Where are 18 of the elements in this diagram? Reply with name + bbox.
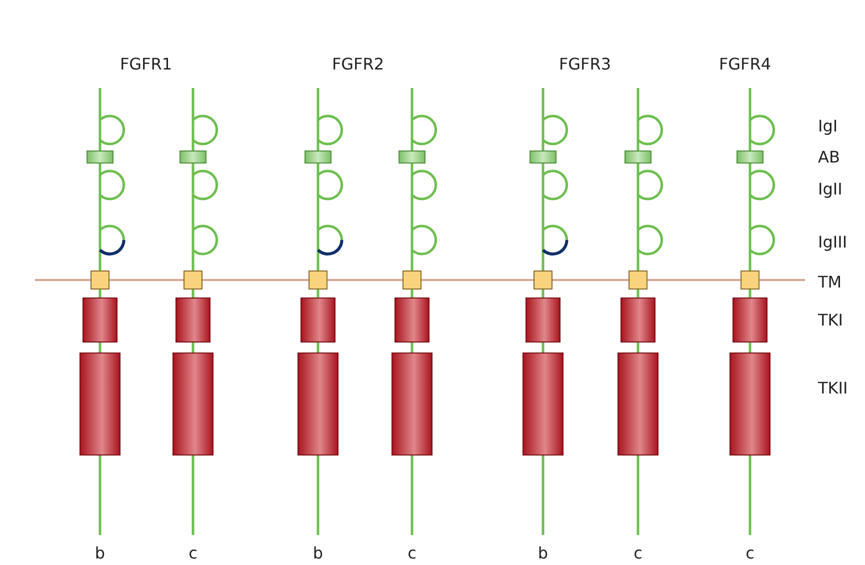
isoform-label: c (188, 544, 198, 562)
isoform-label: b (538, 544, 548, 562)
receptor-name: FGFR3 (558, 54, 612, 74)
domain-label: TKI (818, 310, 843, 330)
isoform-label: b (94, 544, 106, 562)
domain-label: TKII (818, 378, 848, 398)
isoform-label: c (746, 544, 754, 562)
domain-label: AB (818, 148, 840, 166)
domain-label: IgII (818, 180, 842, 198)
isoform-label: b (312, 544, 324, 562)
receptor-name: FGFR1 (120, 54, 172, 74)
receptor-name: FGFR4 (718, 54, 772, 74)
domain-label: IgI (818, 116, 838, 136)
domain-label: TM (818, 272, 842, 292)
isoform-label: c (408, 544, 416, 562)
receptor-name: FGFR2 (332, 54, 384, 74)
isoform-label: c (634, 544, 642, 562)
domain-label: IgIII (818, 232, 848, 252)
